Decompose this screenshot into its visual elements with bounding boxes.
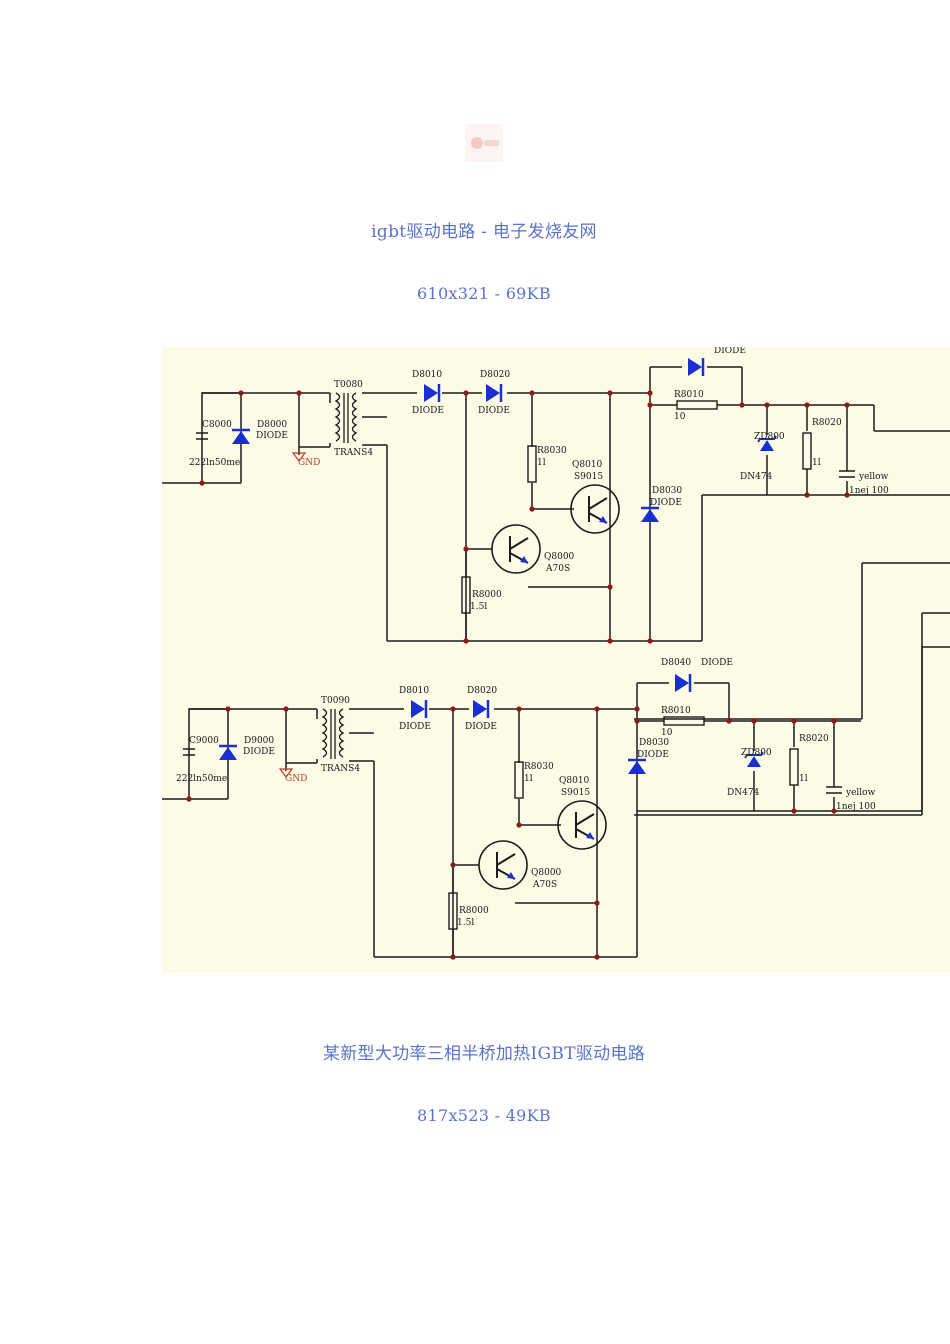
label-d8010-top: D8010 (412, 370, 442, 380)
label-r8000-bottom: R8000 (459, 906, 489, 916)
label-d9000: D9000 (244, 736, 274, 746)
igbt-driver-schematic: C8000 222ln50me D8000 DIODE GND T0080 TR… (162, 347, 950, 973)
label-yellow-top: yellow (858, 472, 889, 482)
label-d9000-type: DIODE (243, 747, 275, 757)
label-r8030-value-bottom: 1l (524, 774, 533, 784)
label-r8030-bottom: R8030 (524, 762, 554, 772)
label-d8030-type-top: DIODE (650, 498, 682, 508)
label-r8030-top: R8030 (537, 446, 567, 456)
label-dn474-bottom: DN474 (727, 788, 760, 798)
label-yellow-bottom: yellow (845, 788, 876, 798)
bottom-driver-circuit: C9000 222ln50me D9000 DIODE GND T0090 TR… (162, 646, 950, 960)
figure-1-meta: 610x321 - 69KB (417, 284, 551, 303)
label-d8030-type-bottom: DIODE (637, 750, 669, 760)
label-q8010-top: Q8010 (572, 460, 603, 470)
label-zd800-bottom: ZD800 (741, 748, 772, 758)
label-d8040-bottom: D8040 (661, 658, 691, 668)
label-d8040-type-top: DIODE (714, 347, 746, 356)
label-d8010-type-bottom: DIODE (399, 722, 431, 732)
label-r8020-top: R8020 (812, 418, 842, 428)
label-r8000-value-bottom: 1.5l (457, 918, 474, 928)
label-q8010-bottom: Q8010 (559, 776, 590, 786)
label-r8020-bottom: R8020 (799, 734, 829, 744)
label-trans4-top: TRANS4 (334, 448, 373, 458)
label-r8000-value-top: 1.5l (470, 602, 487, 612)
label-t0090: T0090 (321, 696, 350, 706)
label-d8030-bottom: D8030 (639, 738, 669, 748)
label-a70s-bottom: A70S (532, 880, 557, 890)
label-r8010-bottom: R8010 (661, 706, 691, 716)
label-t0080: T0080 (334, 380, 363, 390)
label-r8010-value-bottom: 10 (661, 728, 673, 738)
label-r8020-value-bottom: 1l (799, 774, 808, 784)
label-c8000: C8000 (202, 420, 232, 430)
label-dn474-top: DN474 (740, 472, 773, 482)
figure-2-caption: 某新型大功率三相半桥加热IGBT驱动电路 (322, 1044, 646, 1064)
label-c9000: C9000 (189, 736, 219, 746)
label-q8000-top: Q8000 (544, 552, 575, 562)
label-c9000-value: 222ln50me (176, 774, 227, 784)
label-r8030-value-top: 1l (537, 458, 546, 468)
label-d8010-bottom: D8010 (399, 686, 429, 696)
label-d8000-type: DIODE (256, 431, 288, 441)
label-a70s-top: A70S (545, 564, 570, 574)
label-d8020-top: D8020 (480, 370, 510, 380)
label-s9015-top: S9015 (574, 472, 603, 482)
label-d8010-type-top: DIODE (412, 406, 444, 416)
label-1nej100-top: 1nej 100 (849, 486, 889, 496)
label-s9015-bottom: S9015 (561, 788, 590, 798)
label-1nej100-bottom: 1nej 100 (836, 802, 876, 812)
label-d8000: D8000 (257, 420, 287, 430)
label-gnd-top: GND (298, 458, 320, 468)
label-d8040-type-bottom: DIODE (701, 658, 733, 668)
label-d8020-bottom: D8020 (467, 686, 497, 696)
figure-2-meta: 817x523 - 49KB (417, 1106, 551, 1125)
label-gnd-bottom: GND (285, 774, 307, 784)
label-d8020-type-bottom: DIODE (465, 722, 497, 732)
top-driver-circuit: C8000 222ln50me D8000 DIODE GND T0080 TR… (162, 347, 950, 816)
label-d8030-top: D8030 (652, 486, 682, 496)
site-watermark-logo (465, 124, 503, 162)
label-zd800-top: ZD800 (754, 432, 785, 442)
label-q8000-bottom: Q8000 (531, 868, 562, 878)
label-r8000-top: R8000 (472, 590, 502, 600)
label-trans4-bottom: TRANS4 (321, 764, 360, 774)
label-c8000-value: 222ln50me (189, 458, 240, 468)
label-d8020-type-top: DIODE (478, 406, 510, 416)
label-r8020-value-top: 1l (812, 458, 821, 468)
label-r8010-top: R8010 (674, 390, 704, 400)
label-r8010-value-top: 10 (674, 412, 686, 422)
figure-1-caption: igbt驱动电路 - 电子发烧友网 (371, 222, 597, 242)
